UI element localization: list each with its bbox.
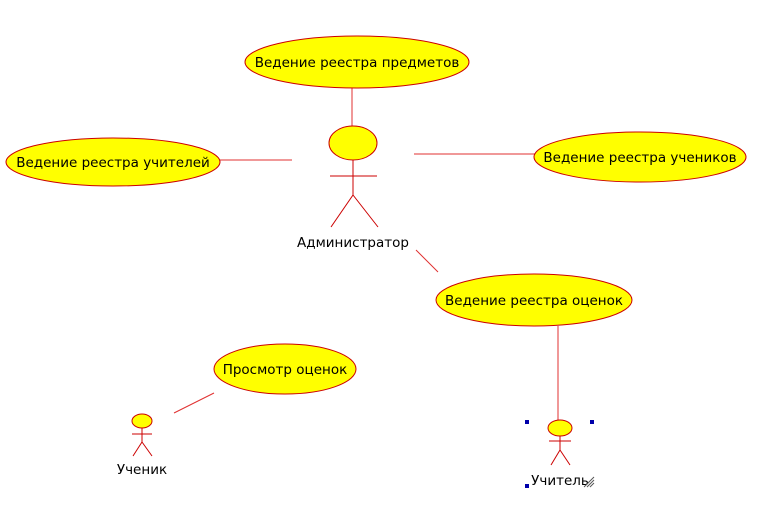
usecase-grades[interactable]: Ведение реестра оценок	[435, 273, 633, 327]
usecase-students-label: Ведение реестра учеников	[543, 150, 736, 166]
usecase-subjects[interactable]: Ведение реестра предметов	[244, 35, 470, 89]
actor-student[interactable]: Ученик	[117, 413, 167, 478]
actor-admin[interactable]: Администратор	[297, 125, 409, 251]
actor-student-head	[131, 413, 153, 429]
actor-teacher-label: Учитель	[531, 473, 589, 489]
actor-teacher[interactable]: Учитель	[525, 419, 595, 489]
usecase-view-grades-label: Просмотр оценок	[223, 362, 348, 378]
actor-teacher-head	[547, 419, 573, 437]
usecase-teachers-label: Ведение реестра учителей	[16, 155, 210, 171]
usecase-view-grades[interactable]: Просмотр оценок	[213, 343, 357, 395]
usecase-grades-label: Ведение реестра оценок	[445, 293, 623, 309]
selection-handle-bottom-left[interactable]	[525, 484, 529, 488]
selection-handle-top-left[interactable]	[525, 420, 529, 424]
actor-student-label: Ученик	[117, 462, 167, 478]
association-admin-grades[interactable]	[415, 249, 439, 273]
usecase-subjects-label: Ведение реестра предметов	[255, 55, 460, 71]
selection-handle-top-right[interactable]	[590, 420, 594, 424]
usecase-students[interactable]: Ведение реестра учеников	[533, 131, 747, 183]
actor-admin-head	[328, 125, 378, 161]
resize-grip-icon[interactable]	[583, 476, 595, 488]
association-student-view-grades[interactable]	[173, 392, 215, 414]
actor-admin-label: Администратор	[297, 235, 409, 251]
usecase-teachers[interactable]: Ведение реестра учителей	[5, 137, 221, 187]
